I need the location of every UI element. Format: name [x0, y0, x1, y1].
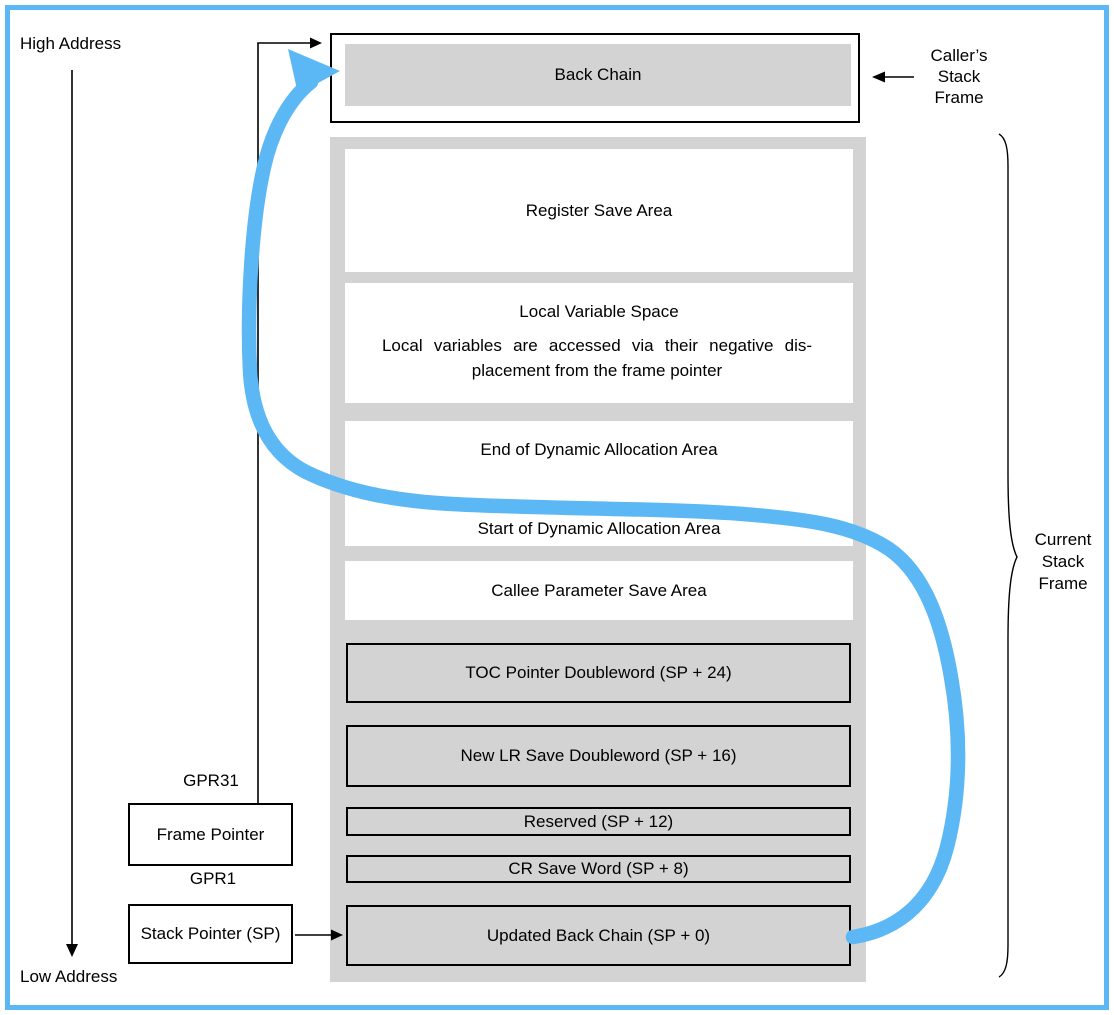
callers-frame-arrow — [872, 71, 914, 83]
back-chain-box: Back Chain — [345, 44, 851, 106]
new-lr-save-box: New LR Save Doubleword (SP + 16) — [346, 725, 851, 787]
stack-pointer-label: Stack Pointer (SP) — [140, 924, 281, 943]
cr-save-word-label: CR Save Word (SP + 8) — [508, 859, 689, 878]
right-curly-brace — [998, 133, 1018, 978]
high-address-label: High Address — [20, 34, 122, 53]
updated-back-chain-label: Updated Back Chain (SP + 0) — [486, 925, 711, 945]
dynamic-allocation-area-box: End of Dynamic Allocation Area Start of … — [345, 421, 853, 546]
updated-back-chain-box: Updated Back Chain (SP + 0) — [346, 905, 851, 966]
local-variable-space-title: Local Variable Space — [519, 302, 679, 321]
back-chain-label: Back Chain — [554, 65, 642, 84]
low-address-label: Low Address — [20, 967, 118, 986]
new-lr-save-label: New LR Save Doubleword (SP + 16) — [460, 746, 737, 765]
callers-stack-frame-label: Caller’s Stack Frame — [930, 46, 988, 107]
reserved-box: Reserved (SP + 12) — [346, 807, 851, 836]
callee-parameter-save-area-box: Callee Parameter Save Area — [345, 561, 853, 620]
toc-pointer-label: TOC Pointer Doubleword (SP + 24) — [465, 663, 732, 682]
stack-pointer-box: Stack Pointer (SP) — [128, 904, 293, 964]
frame-pointer-to-back-chain-connector — [257, 37, 322, 803]
toc-pointer-box: TOC Pointer Doubleword (SP + 24) — [346, 643, 851, 703]
register-save-area-label: Register Save Area — [525, 200, 673, 220]
frame-pointer-label: Frame Pointer — [156, 824, 265, 844]
cr-save-word-box: CR Save Word (SP + 8) — [346, 855, 851, 883]
gpr31-label: GPR31 — [183, 771, 239, 790]
local-variable-text-line2: placement from the frame pointer — [471, 361, 723, 380]
reserved-label: Reserved (SP + 12) — [523, 811, 674, 831]
address-direction-arrow — [66, 70, 78, 957]
register-save-area-box: Register Save Area — [345, 149, 853, 272]
gpr1-label: GPR1 — [189, 869, 237, 888]
start-dynamic-allocation-label: Start of Dynamic Allocation Area — [477, 519, 721, 538]
callee-parameter-save-area-label: Callee Parameter Save Area — [491, 580, 707, 600]
local-variable-space-box: Local Variable Space Local variables are… — [345, 283, 853, 403]
frame-pointer-box: Frame Pointer — [128, 803, 293, 866]
local-variable-text-line1: Local variables are accessed via their n… — [381, 336, 813, 355]
current-stack-frame-label: Current Stack Frame — [1034, 530, 1092, 593]
end-dynamic-allocation-label: End of Dynamic Allocation Area — [480, 440, 718, 459]
